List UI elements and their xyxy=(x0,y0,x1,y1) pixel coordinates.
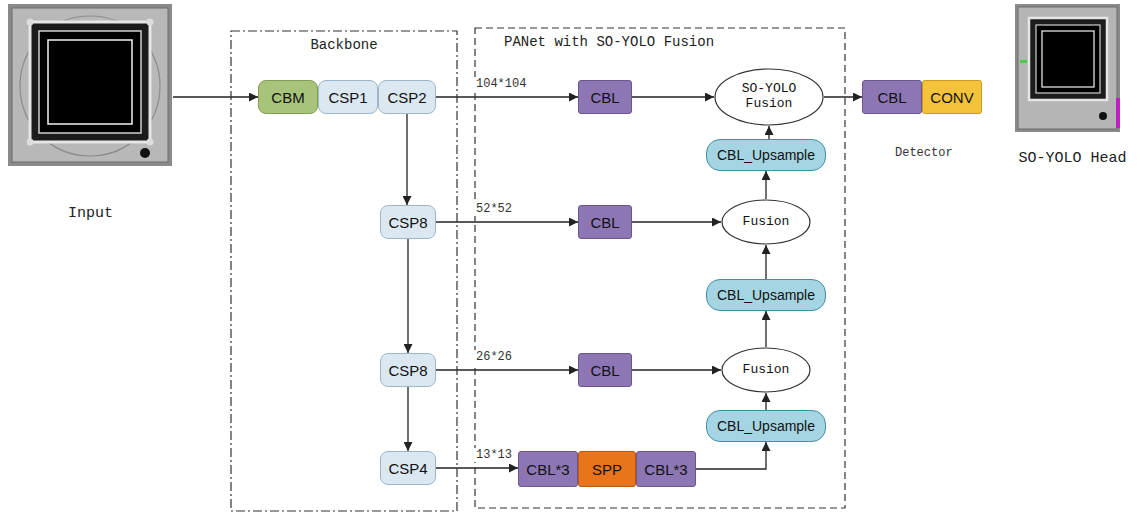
block-label: CSP8 xyxy=(388,214,427,231)
conv-block: CONV xyxy=(922,80,982,114)
block-label: SO-YOLO Fusion xyxy=(729,82,810,112)
connector-arrow xyxy=(406,114,407,205)
block-label: CSP2 xyxy=(387,89,426,106)
connector-arrow xyxy=(632,369,721,370)
group-title: Backbone xyxy=(230,37,458,53)
block-label: Fusion xyxy=(743,363,790,378)
block-label: SPP xyxy=(592,461,622,478)
cbl-block: CBL xyxy=(578,80,632,114)
feature-size-label: 52*52 xyxy=(474,202,514,216)
block-label: CBL_Upsample xyxy=(717,418,815,434)
feature-size-label: 13*13 xyxy=(474,448,514,462)
cbm-block: CBM xyxy=(258,80,318,114)
block-label: CBL*3 xyxy=(526,461,569,478)
input-frame: Input xyxy=(8,4,173,224)
block-label: CBL xyxy=(877,89,906,106)
connector-arrow xyxy=(632,96,714,97)
cbl-block: CBL xyxy=(578,205,632,239)
connector-arrow xyxy=(765,245,766,279)
image-caption: Input xyxy=(8,205,173,222)
fusion-ellipse: SO-YOLO Fusion xyxy=(714,68,824,126)
csp-block: CSP1 xyxy=(318,80,378,114)
block-label: Fusion xyxy=(743,215,790,230)
feature-size-label: 26*26 xyxy=(474,350,514,364)
connector-arrow xyxy=(824,96,862,97)
connector-arrow xyxy=(632,221,721,222)
image-caption: SO-YOLO Head xyxy=(1010,150,1135,167)
block-label: CBM xyxy=(271,89,304,106)
cbl-block: CBL xyxy=(578,353,632,387)
block-label: CONV xyxy=(930,89,973,106)
connector-arrow xyxy=(407,239,408,353)
connector-arrow xyxy=(173,96,258,97)
csp-block: CSP8 xyxy=(380,205,436,239)
output-frame: SO-YOLO Head xyxy=(1010,4,1135,169)
upsample-block: CBL_Upsample xyxy=(706,139,826,171)
block-label: CSP1 xyxy=(328,89,367,106)
fusion-ellipse: Fusion xyxy=(721,347,811,393)
feature-size-label: 104*104 xyxy=(474,77,528,91)
block-label: CBL xyxy=(590,362,619,379)
connector-arrow xyxy=(765,311,766,347)
block-label: CBL xyxy=(590,214,619,231)
input-chip-image xyxy=(8,4,172,166)
cbl-block: CBL xyxy=(862,80,922,114)
block-label: CBL_Upsample xyxy=(717,147,815,163)
upsample-block: CBL_Upsample xyxy=(706,279,826,311)
fusion-ellipse: Fusion xyxy=(721,199,811,245)
connector-arrow xyxy=(407,387,408,451)
connector-arrow xyxy=(765,171,766,199)
block-label: CBL xyxy=(590,89,619,106)
cbl-block: CBL*3 xyxy=(636,451,696,487)
backbone-group: BackboneCBMCSP1CSP2CSP8CSP8CSP4 xyxy=(230,30,458,512)
block-label: CSP4 xyxy=(388,460,427,477)
block-label: CSP8 xyxy=(388,362,427,379)
spp-block: SPP xyxy=(578,451,636,487)
connector-arrow xyxy=(696,442,766,469)
csp-block: CSP8 xyxy=(380,353,436,387)
section-label: Detector xyxy=(893,146,955,160)
panet-group: PANet with SO-YOLO FusionCBL SO-YOLO Fusi… xyxy=(474,27,846,509)
csp-block: CSP4 xyxy=(380,451,436,485)
connector-arrow xyxy=(765,393,766,410)
group-title: PANet with SO-YOLO Fusion xyxy=(504,34,714,50)
output-chip-image xyxy=(1015,4,1120,132)
connector-arrow xyxy=(436,467,518,468)
cbl-block: CBL*3 xyxy=(518,451,578,487)
csp-block: CSP2 xyxy=(378,80,436,114)
block-label: CBL_Upsample xyxy=(717,287,815,303)
connector-arrow xyxy=(768,126,769,139)
block-label: CBL*3 xyxy=(644,461,687,478)
upsample-block: CBL_Upsample xyxy=(706,410,826,442)
